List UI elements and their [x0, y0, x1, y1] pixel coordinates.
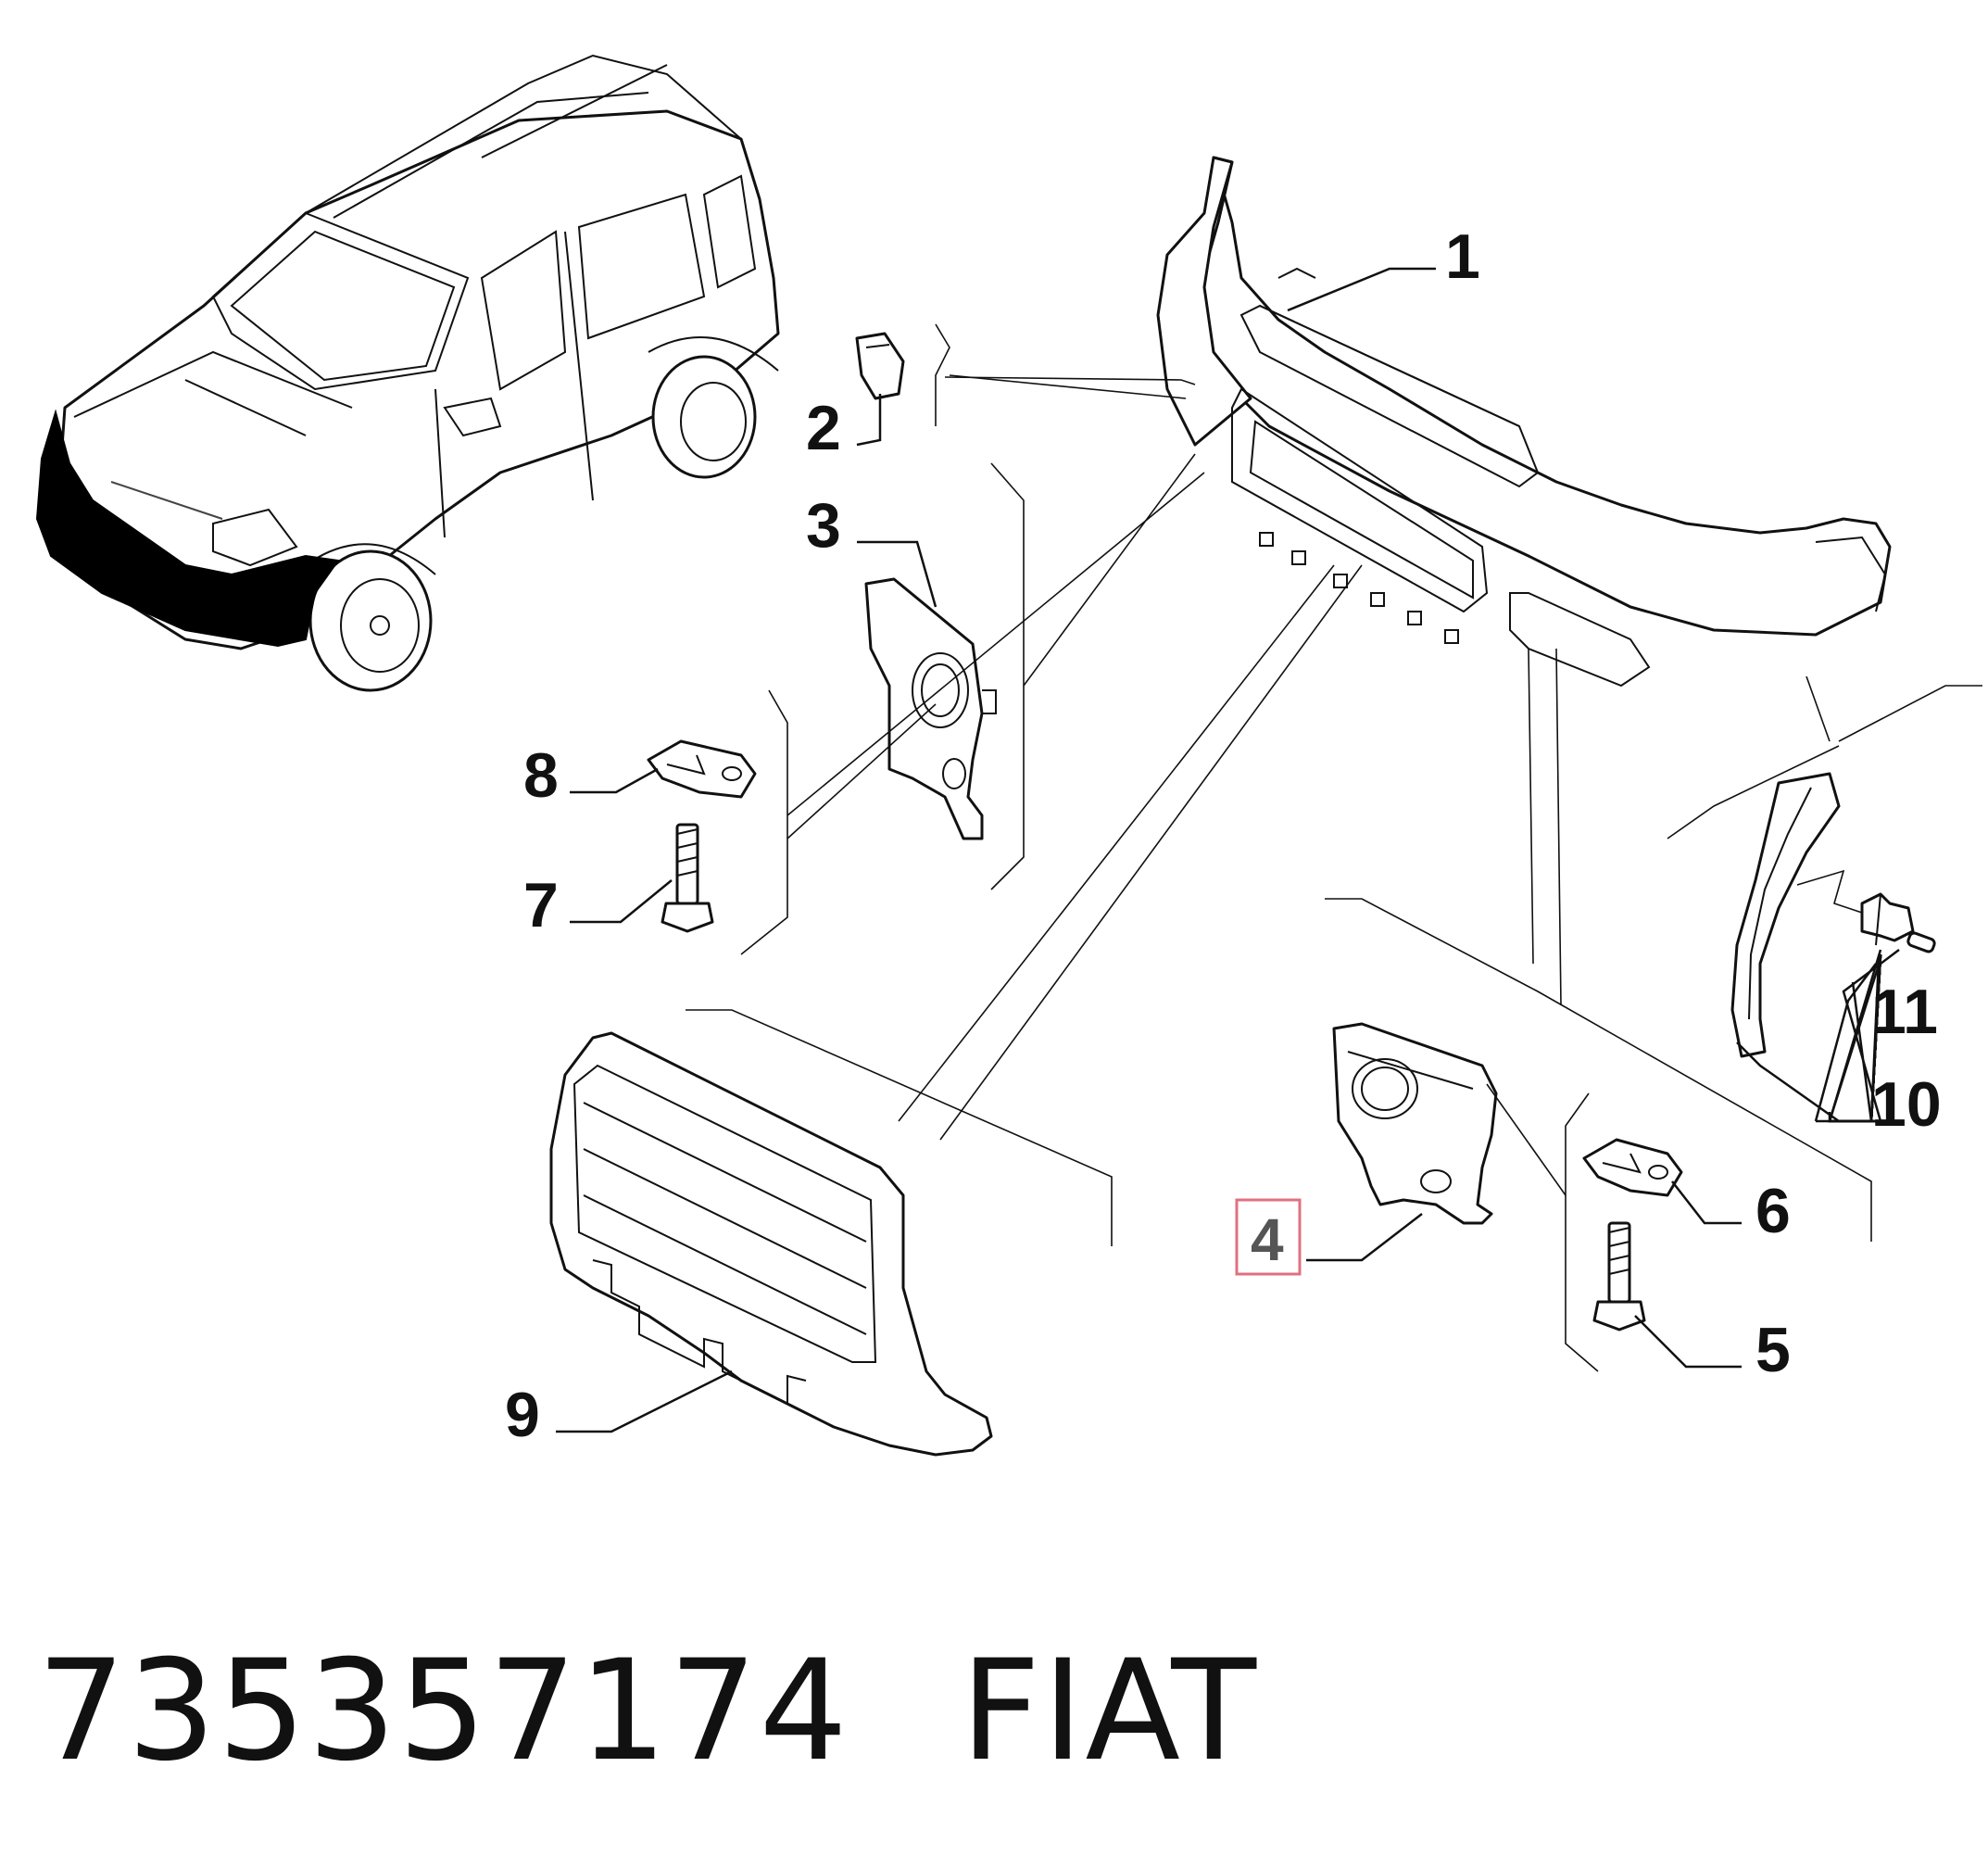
grille-part-9 [549, 1031, 993, 1457]
callout-labels: 1 2 3 8 7 9 6 5 11 10 4 [505, 221, 1942, 1450]
bolt-part-5 [1592, 1221, 1646, 1332]
bracket-part-4 [1332, 1022, 1498, 1225]
callout-3: 3 [806, 490, 841, 561]
callout-1: 1 [1445, 221, 1480, 292]
cap-part-2 [855, 332, 905, 400]
leader-lines [556, 267, 1900, 1433]
callout-4: 4 [1251, 1206, 1284, 1273]
callout-9: 9 [505, 1380, 540, 1450]
callout-11: 11 [1871, 977, 1938, 1047]
brand-name: FIAT [960, 1631, 1259, 1792]
explosion-guides [686, 323, 1982, 1372]
callout-6: 6 [1755, 1176, 1791, 1246]
callout-10: 10 [1871, 1069, 1942, 1140]
front-bumper-highlight [35, 409, 340, 648]
clip-part-8 [647, 739, 757, 799]
bumper-part-1 [1156, 156, 1892, 688]
caption: 735357174 FIAT [37, 1631, 1258, 1792]
trim-part-10 [1730, 772, 1841, 1058]
callout-8: 8 [523, 740, 559, 811]
clip-part-6 [1582, 1138, 1683, 1197]
push-clip-part-11 [1860, 892, 1936, 953]
bracket-part-3 [864, 577, 997, 840]
callout-5: 5 [1755, 1315, 1791, 1385]
callout-2: 2 [806, 393, 841, 463]
callout-7: 7 [523, 870, 559, 940]
part-number: 735357174 [37, 1631, 849, 1792]
bolt-part-7 [661, 823, 714, 933]
callout-4-highlight-box [1235, 1198, 1302, 1276]
car-illustration [35, 54, 780, 692]
